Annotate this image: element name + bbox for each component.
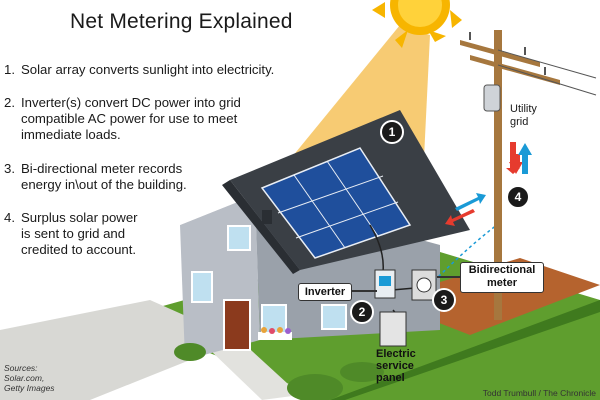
inverter-leader-line: [351, 290, 377, 292]
wire: [369, 224, 384, 273]
service-panel-label: Electric service panel: [376, 348, 416, 384]
bidirectional-meter-label-line-2: meter: [487, 277, 517, 289]
step-4-text-line-1: Surplus solar power: [21, 210, 138, 225]
bush: [287, 374, 343, 400]
window: [227, 225, 251, 251]
bush: [174, 343, 206, 361]
step-2-text-line-2: compatible AC power for use to meet: [21, 111, 238, 126]
sidewalk: [0, 300, 240, 400]
utility-grid-label-line-1: Utility: [510, 103, 537, 115]
step-4-text-line-2: is sent to grid and: [21, 226, 126, 241]
bidirectional-meter-label-line-1: Bidirectional: [468, 264, 536, 276]
credit: Todd Trumbull / The Chronicle: [482, 388, 596, 398]
bush: [340, 362, 384, 382]
utility-pole: [460, 30, 597, 320]
step-3-text-line-2: energy in\out of the building.: [21, 177, 187, 192]
grid-flow-arrows-icon: [506, 142, 532, 174]
window: [191, 271, 213, 303]
step-3-number: 3.: [4, 161, 15, 176]
marker-1: 1: [380, 120, 404, 144]
service-panel-device: [379, 311, 407, 347]
meter-leader-line: [437, 276, 460, 278]
wire: [391, 287, 416, 291]
step-2: 2. Inverter(s) convert DC power into grid…: [4, 95, 334, 143]
house-flow-arrows-icon: [445, 193, 486, 226]
utility-grid-label: Utility grid: [510, 103, 537, 129]
wire-to-grid: [429, 224, 498, 286]
meter-device: [411, 269, 437, 301]
path: [210, 340, 300, 400]
step-4: 4. Surplus solar power is sent to grid an…: [4, 210, 334, 258]
flower-box: [258, 332, 292, 340]
marker-4: 4: [506, 185, 530, 209]
sources-line-3: Getty Images: [4, 383, 55, 393]
step-4-text-line-3: credited to account.: [21, 242, 137, 257]
service-panel-label-line-2: service: [376, 360, 414, 372]
step-1: 1. Solar array converts sunlight into ele…: [4, 62, 334, 78]
step-1-text: Solar array converts sunlight into elect…: [21, 62, 275, 77]
sources-line-2: Solar.com,: [4, 373, 45, 383]
step-3: 3. Bi-directional meter records energy in…: [4, 161, 334, 193]
window: [321, 304, 347, 330]
bidirectional-meter-label: Bidirectional meter: [460, 262, 544, 293]
inverter-device: [374, 269, 396, 299]
sun-icon: [372, 0, 462, 48]
inverter-label: Inverter: [298, 283, 352, 301]
step-2-number: 2.: [4, 95, 15, 110]
step-1-number: 1.: [4, 62, 15, 77]
marker-3: 3: [432, 288, 456, 312]
service-panel-label-line-3: panel: [376, 372, 405, 384]
step-3-text-line-1: Bi-directional meter records: [21, 161, 183, 176]
door: [223, 299, 251, 351]
marker-2: 2: [350, 300, 374, 324]
utility-grid-label-line-2: grid: [510, 116, 529, 128]
step-2-text-line-1: Inverter(s) convert DC power into grid: [21, 95, 241, 110]
sources: Sources: Solar.com, Getty Images: [4, 363, 55, 393]
sources-line-1: Sources:: [4, 363, 38, 373]
step-2-text-line-3: immediate loads.: [21, 127, 121, 142]
lawn-edge: [330, 300, 600, 400]
diagram-title: Net Metering Explained: [70, 10, 293, 33]
step-4-number: 4.: [4, 210, 15, 225]
service-panel-label-line-1: Electric: [376, 348, 416, 360]
